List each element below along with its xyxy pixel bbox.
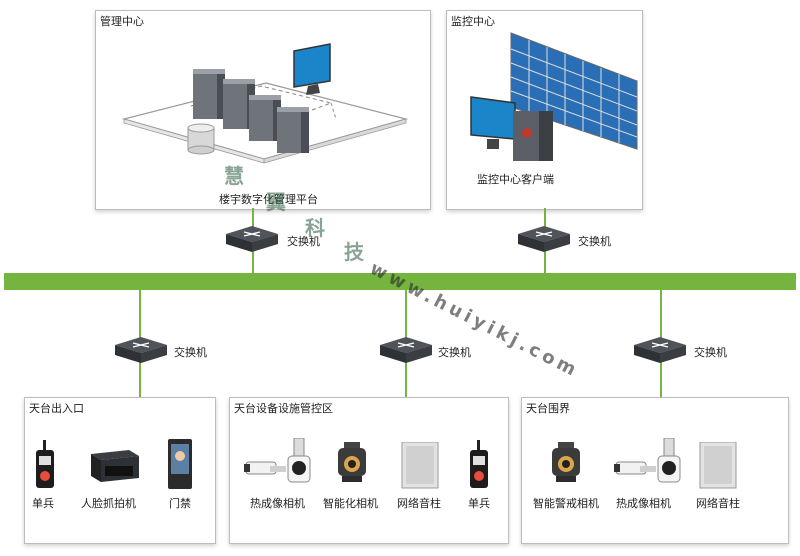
smart-camera-icon [338, 442, 366, 482]
switch-icon [115, 337, 167, 363]
smart-alert-camera-icon [552, 442, 580, 482]
monitor-center-title: 监控中心 [451, 15, 495, 28]
device-label: 智能警戒相机 [533, 497, 599, 510]
watermark-char: 科 [305, 216, 325, 240]
walkie-talkie-icon [36, 440, 54, 488]
switch-icon [226, 226, 278, 252]
device-label: 单兵 [32, 497, 54, 510]
server-icon-4 [277, 107, 309, 153]
zone-rooftop-equipment: 天台设备设施管控区 热成像相机 智能化相机 网络音柱 单兵 [229, 397, 509, 544]
device-label: 门禁 [169, 497, 191, 510]
network-backbone [4, 273, 796, 290]
device-label: 网络音柱 [696, 497, 740, 510]
management-center-box: 管理中心 楼宇数字化管理平台 [95, 10, 431, 210]
device-label: 智能化相机 [323, 497, 378, 510]
zone-title: 天台围界 [526, 402, 570, 415]
storage-cylinder-icon [187, 123, 215, 155]
face-capture-camera-icon [91, 450, 139, 482]
management-monitor-icon [293, 43, 331, 95]
device-label: 单兵 [468, 497, 490, 510]
client-tower-icon [513, 111, 553, 161]
client-label: 监控中心客户端 [477, 173, 554, 186]
thermal-camera-icon [244, 438, 311, 483]
zone-title: 天台出入口 [29, 402, 84, 415]
switch-label: 交换机 [287, 235, 320, 248]
access-control-icon [168, 439, 192, 489]
zone-title: 天台设备设施管控区 [234, 402, 333, 415]
walkie-talkie-icon [470, 440, 488, 488]
thermal-camera-icon [614, 438, 681, 483]
switch-icon [518, 226, 570, 252]
switch-label: 交换机 [438, 346, 471, 359]
switch-label: 交换机 [578, 235, 611, 248]
platform-label: 楼宇数字化管理平台 [219, 193, 318, 206]
server-icon-1 [193, 69, 225, 119]
server-platform-illustration [121, 43, 409, 164]
device-label: 人脸抓拍机 [81, 497, 136, 510]
switch-icon [634, 337, 686, 363]
device-label: 网络音柱 [397, 497, 441, 510]
monitor-center-illustration [470, 32, 638, 161]
watermark-char: 慧 [224, 164, 244, 188]
switch-label: 交换机 [694, 346, 727, 359]
device-label: 热成像相机 [616, 497, 671, 510]
server-icon-3 [249, 95, 281, 141]
watermark-char: 技 [344, 240, 364, 264]
network-speaker-icon [401, 442, 439, 489]
switch-label: 交换机 [174, 346, 207, 359]
management-center-title: 管理中心 [100, 15, 144, 28]
switch-icon [380, 337, 432, 363]
network-speaker-icon [699, 442, 737, 489]
zone-rooftop-entrance: 天台出入口 单兵 人脸抓拍机 门禁 [24, 397, 216, 544]
video-wall-icon [510, 32, 638, 150]
monitor-center-box: 监控中心 监控中心客户端 [446, 10, 643, 210]
watermark-char: 翼 [266, 190, 286, 214]
client-monitor-icon [470, 96, 516, 149]
device-label: 热成像相机 [250, 497, 305, 510]
zone-rooftop-perimeter: 天台围界 智能警戒相机 热成像相机 网络音柱 [521, 397, 789, 544]
